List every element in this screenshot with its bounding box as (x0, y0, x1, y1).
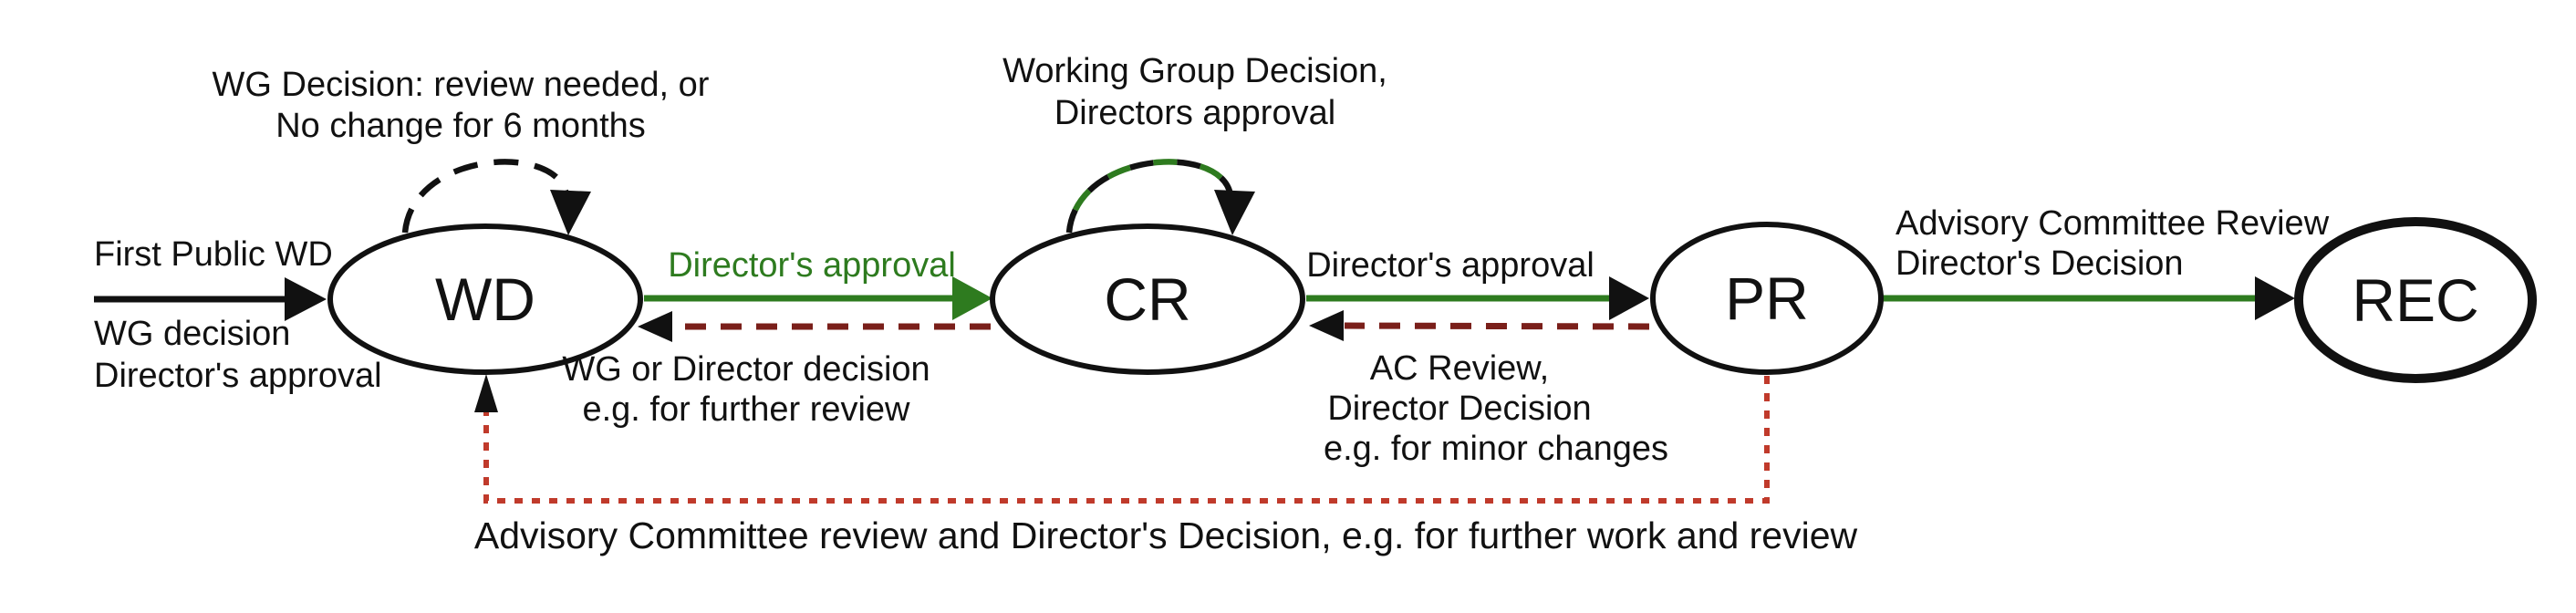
arrowhead-cr-self-icon (1214, 190, 1255, 235)
node-cr (990, 223, 1305, 375)
label-pr-to-wd: Advisory Committee review and Director's… (474, 514, 1858, 556)
node-rec-label: REC (2352, 266, 2478, 334)
label-wd-to-cr: Director's approval (668, 246, 956, 285)
arrowhead-pr-to-wd-icon (474, 374, 498, 412)
arrowhead-wd-self-icon (550, 190, 591, 235)
edge-cr-self-loop-green (1065, 159, 1234, 234)
arrowhead-cr-to-pr-icon (1609, 276, 1649, 320)
arrowhead-pr-to-cr-icon (1309, 310, 1344, 341)
node-rec (2294, 217, 2537, 383)
arrowhead-pr-to-rec-icon (2255, 276, 2295, 320)
label-entry-below-1: WG decision (94, 315, 290, 353)
label-cr-to-pr: Director's approval (1306, 246, 1594, 285)
label-entry-below-2: Director's approval (94, 357, 382, 395)
label-pr-to-rec-2: Director's Decision (1896, 244, 2184, 283)
edge-cr-self-loop-black (1065, 159, 1234, 234)
label-cr-to-wd-2: e.g. for further review (582, 390, 910, 429)
label-cr-self-1: Working Group Decision, (1002, 52, 1387, 90)
label-cr-self-2: Directors approval (1054, 94, 1335, 132)
arrowhead-entry-icon (285, 277, 327, 321)
arrowhead-cr-to-wd-icon (638, 311, 672, 342)
node-pr (1650, 222, 1884, 375)
label-pr-to-rec-1: Advisory Committee Review (1896, 204, 2330, 243)
label-pr-to-cr-3: e.g. for minor changes (1324, 430, 1668, 468)
edge-pr-to-cr-line (1344, 322, 1650, 330)
label-pr-to-cr-2: Director Decision (1327, 390, 1591, 428)
label-entry-above: First Public WD (94, 235, 333, 274)
label-wd-self-1: WG Decision: review needed, or (213, 66, 710, 104)
edge-wd-self-loop (401, 159, 570, 234)
node-pr-label: PR (1725, 265, 1809, 332)
node-cr-label: CR (1104, 265, 1190, 333)
node-wd (327, 223, 643, 375)
label-pr-to-cr-1: AC Review, (1370, 349, 1549, 388)
edge-pr-to-wd-dotted-line (483, 376, 1770, 504)
node-wd-label: WD (435, 265, 535, 333)
label-wd-self-2: No change for 6 months (275, 107, 646, 145)
label-cr-to-wd-1: WG or Director decision (562, 350, 930, 389)
arrowhead-wd-to-cr-icon (952, 276, 992, 320)
